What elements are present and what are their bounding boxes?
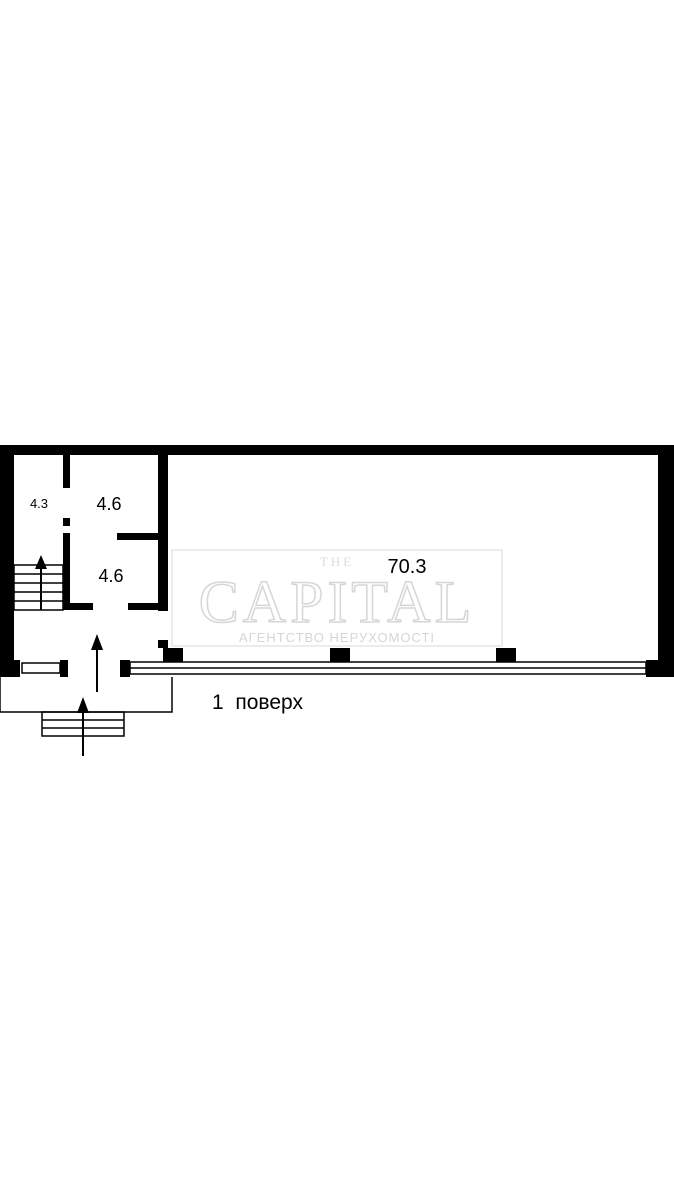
bottom-right-pier [646, 660, 660, 677]
column-1 [163, 648, 183, 662]
room-lower-bottom-wall-left [63, 603, 93, 610]
room-upper-left-wall-top [63, 455, 70, 488]
hall-partition-stub [158, 640, 168, 648]
outer-walls [0, 445, 674, 677]
entrance-pier-left [60, 660, 68, 677]
direction-arrows [35, 555, 103, 756]
room-area-stair: 4.3 [30, 496, 48, 511]
room-lower-left-wall [63, 533, 70, 610]
bottom-left-pier [0, 660, 20, 677]
watermark-brand: CAPITAL [199, 569, 476, 635]
stair-arrow-icon [35, 555, 47, 569]
room-lower-bottom-wall-right [128, 603, 168, 610]
entrance-arrow-icon [91, 634, 103, 650]
right-wall [658, 445, 674, 677]
watermark-top: THE [320, 554, 354, 569]
column-3 [496, 648, 516, 662]
room-area-lower-small: 4.6 [98, 566, 123, 586]
floor-label: 1 поверх [212, 691, 303, 714]
room-area-main-hall: 70.3 [388, 556, 427, 578]
internal-stair [13, 564, 64, 611]
hall-partition-wall [158, 455, 168, 611]
watermark: THE CAPITAL АГЕНТСТВО НЕРУХОМОСТІ [171, 549, 503, 647]
watermark-tagline: АГЕНТСТВО НЕРУХОМОСТІ [239, 630, 435, 645]
left-wall [0, 445, 14, 677]
windows [21, 661, 647, 675]
room-divider-wall [117, 533, 161, 540]
room-upper-left-wall-stub [63, 518, 70, 526]
stair-outline [13, 564, 64, 611]
porch-arrow-icon [77, 697, 89, 713]
room-labels: 4.3 4.6 4.6 70.3 [30, 494, 427, 586]
column-2 [330, 648, 350, 662]
room-area-upper-small: 4.6 [96, 494, 121, 514]
watermark-frame [171, 549, 503, 647]
entrance-pier-right [120, 660, 130, 677]
top-wall [0, 445, 674, 455]
window-left [21, 662, 61, 674]
